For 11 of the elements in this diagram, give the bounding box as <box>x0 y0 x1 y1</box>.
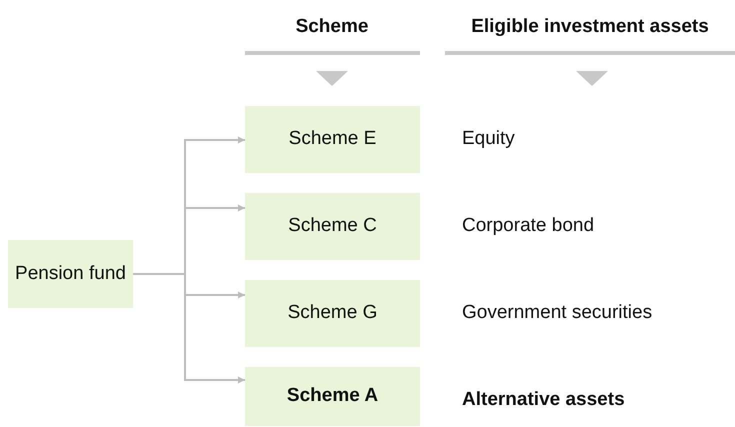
asset-text: Government securities <box>462 302 652 324</box>
asset-text: Equity <box>462 128 515 150</box>
asset-text: Corporate bond <box>462 215 594 237</box>
fund-box: Pension fund <box>8 240 133 308</box>
asset-text: Alternative assets <box>462 389 625 411</box>
scheme-box: Scheme G <box>245 280 420 347</box>
scheme-box: Scheme C <box>245 193 420 260</box>
scheme-box: Scheme A <box>245 367 420 426</box>
column-header: Scheme <box>296 16 368 38</box>
scheme-box: Scheme E <box>245 106 420 173</box>
column-header: Eligible investment assets <box>471 16 709 38</box>
